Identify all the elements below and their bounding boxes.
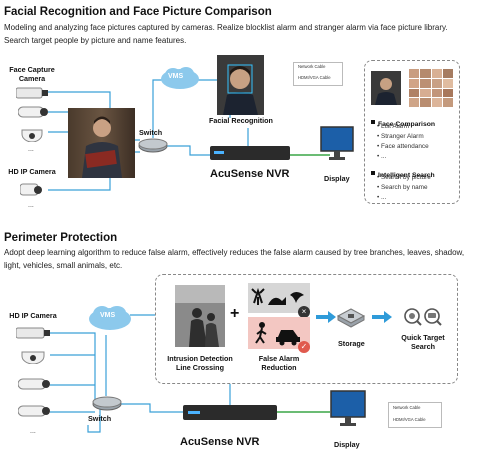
mini-camera-icon: [19, 182, 46, 203]
vms-cloud-icon: [88, 305, 132, 336]
feature-stranger-alarm: • Stranger Alarm: [377, 133, 424, 140]
face-capture-label: Face Capture Camera: [9, 65, 55, 83]
intelligent-search-heading: Intelligent Search: [371, 164, 435, 182]
person-reading-photo: [68, 108, 135, 178]
facial-recognition-label: Facial Recognition: [209, 116, 273, 125]
face-photo: [217, 55, 264, 115]
storage-label: Storage: [338, 339, 365, 348]
arrow-right-icon: [316, 310, 336, 328]
feature-search-name: • Search by name: [377, 184, 428, 191]
bullet-camera-icon: [17, 376, 52, 397]
bullet-camera-icon: [17, 403, 52, 424]
feature-panel: Face Comparison • List Alarm • Stranger …: [364, 60, 460, 204]
feature-face-attendance: • Face attendance: [377, 143, 429, 150]
search-icon: [400, 306, 444, 333]
quick-target-search-label: Quick Target Search: [401, 333, 445, 351]
confirm-icon: ✓: [298, 341, 310, 353]
intrusion-label: Intrusion Detection Line Crossing: [167, 354, 233, 372]
feature-search-picture: • Search by picture: [377, 174, 431, 181]
switch-label: Switch: [88, 414, 112, 423]
feature-search-more: • ...: [377, 194, 387, 201]
hd-ip-camera-label: HD IP Camera: [9, 311, 57, 320]
switch-icon: [92, 396, 122, 417]
bullet-camera-icon: [17, 104, 50, 125]
section2-title: Perimeter Protection: [4, 232, 118, 244]
dome-camera-icon: [20, 346, 48, 369]
display-label: Display: [334, 440, 360, 449]
feature-more: • ...: [377, 153, 387, 160]
face-library-grid: [409, 69, 453, 107]
monitor-icon: [330, 390, 366, 435]
ellipsis: ...: [28, 146, 34, 153]
nvr-device: [183, 405, 277, 420]
face-comparison-heading: Face Comparison: [371, 113, 435, 131]
reject-icon: ×: [298, 306, 310, 318]
display-label: Display: [324, 174, 350, 183]
section1-desc-line2: Search target people by picture and name…: [4, 36, 187, 45]
vms-label: VMS: [100, 312, 116, 319]
ellipsis: ...: [28, 202, 34, 209]
section2-desc-line1: Adopt deep learning algorithm to reduce …: [4, 248, 465, 257]
dome-camera-icon: [20, 124, 46, 147]
nvr-name: AcuSense NVR: [180, 436, 260, 448]
section1-title: Facial Recognition and Face Picture Comp…: [4, 6, 272, 18]
box-camera-icon: [15, 86, 50, 105]
face-thumbnail: [371, 71, 401, 105]
arrow-right-icon: [372, 310, 392, 328]
perimeter-feature-panel: [155, 274, 458, 384]
ellipsis: ...: [30, 428, 36, 435]
section1-desc-line1: Modeling and analyzing face pictures cap…: [4, 23, 448, 32]
hd-ip-camera-label: HD IP Camera: [8, 167, 56, 176]
nvr-name: AcuSense NVR: [210, 168, 290, 180]
cable-legend: Network Cable HDMI/VGA Cable: [293, 62, 343, 86]
vms-label: VMS: [168, 73, 184, 80]
box-camera-icon: [15, 326, 52, 345]
switch-label: Switch: [139, 128, 163, 137]
feature-list-alarm: • List Alarm: [377, 123, 410, 130]
plus-sign: +: [230, 305, 240, 322]
section2-desc-line2: light, vehicles, small animals, etc.: [4, 261, 123, 270]
false-alarm-label: False Alarm Reduction: [258, 354, 300, 372]
monitor-icon: [320, 126, 354, 167]
switch-icon: [138, 138, 168, 159]
vms-cloud-icon: [160, 66, 200, 95]
cable-legend: Network Cable HDMI/VGA Cable: [388, 402, 442, 428]
nvr-device: [210, 146, 290, 160]
storage-icon: [336, 306, 366, 333]
intrusion-photo: [175, 285, 225, 347]
